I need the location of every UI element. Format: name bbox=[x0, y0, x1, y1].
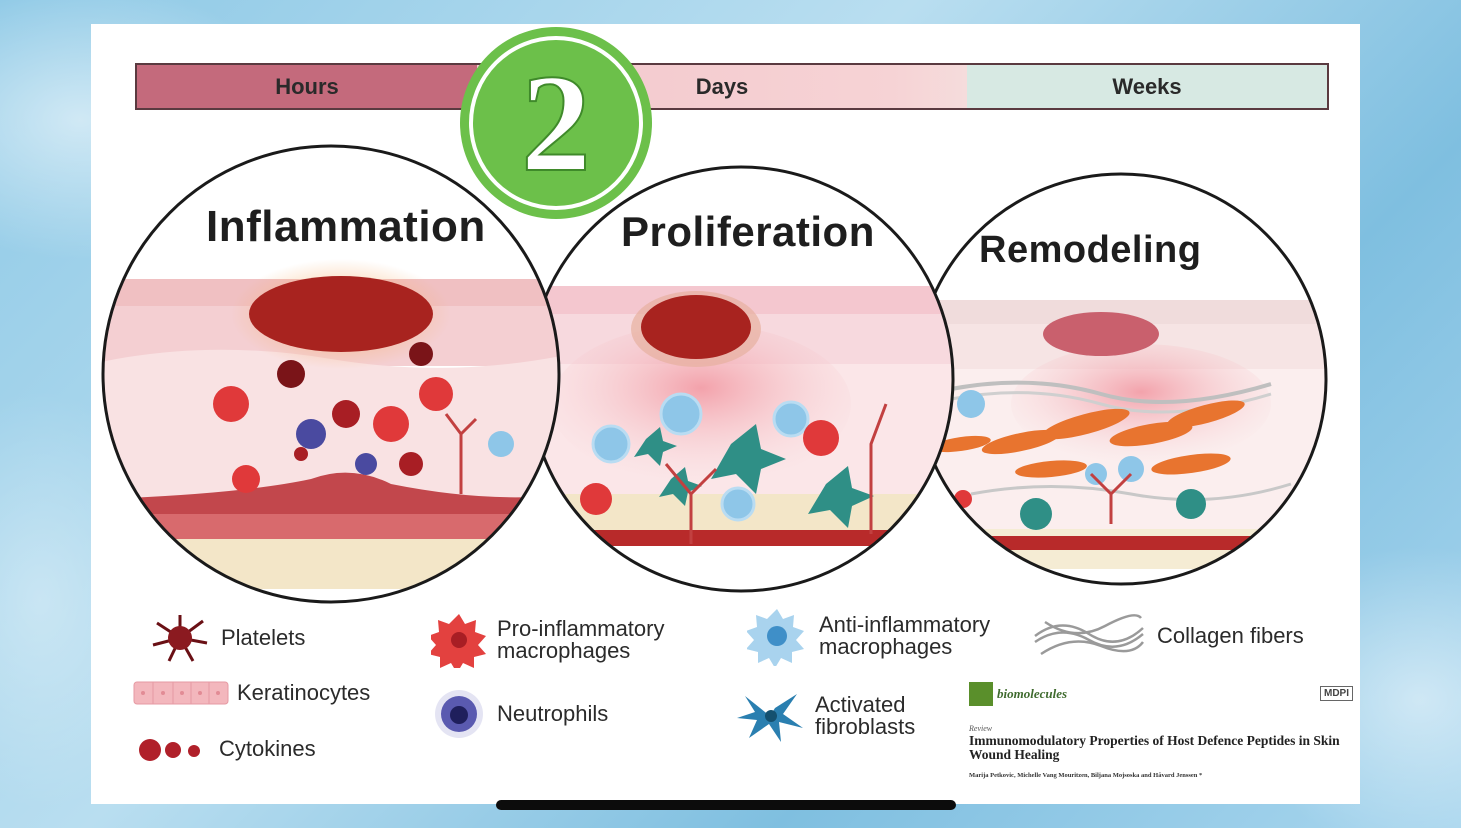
paper-title: Immunomodulatory Properties of Host Defe… bbox=[969, 733, 1340, 762]
legend-collagen-label: Collagen fibers bbox=[1157, 623, 1304, 648]
remodeling-circle bbox=[914, 172, 1328, 586]
legend-platelets-label: Platelets bbox=[221, 625, 306, 650]
legend-cytokines: Cytokines bbox=[137, 734, 316, 764]
legend-neutrophils: Neutrophils bbox=[431, 684, 608, 744]
legend-neutrophils-label: Neutrophils bbox=[497, 701, 609, 726]
proliferation-circle bbox=[527, 165, 955, 593]
legend-platelets: Platelets bbox=[149, 613, 305, 663]
timeline-weeks: Weeks bbox=[967, 65, 1327, 108]
wound-healing-diagram bbox=[101, 144, 1328, 604]
article-type: Review bbox=[969, 724, 993, 733]
phase-title-inflammation: Inflammation bbox=[206, 202, 486, 251]
paper-reference: biomolecules MDPI Review Immunomodulator… bbox=[967, 680, 1359, 790]
legend-anti-macrophages: Anti-inflammatory macrophages bbox=[747, 606, 990, 666]
phase-title-remodeling: Remodeling bbox=[979, 229, 1202, 271]
journal-logo-icon bbox=[969, 682, 993, 706]
platelet-icon bbox=[152, 615, 208, 662]
paper-authors: Marija Petkovic, Michelle Vang Mouritzen… bbox=[969, 772, 1203, 779]
keratinocyte-icon bbox=[133, 681, 229, 705]
timeline-bar: Hours Days Weeks bbox=[135, 63, 1329, 110]
legend-collagen: Collagen fibers bbox=[1031, 606, 1304, 666]
fibroblast-icon bbox=[737, 694, 803, 742]
cytokine-icon bbox=[139, 739, 200, 761]
timeline-weeks-label: Weeks bbox=[1112, 73, 1182, 99]
number-badge: 2 bbox=[460, 27, 652, 219]
collagen-fiber-icon bbox=[1034, 614, 1144, 656]
anti-macrophage-icon bbox=[747, 609, 804, 666]
legend-keratinocytes: Keratinocytes bbox=[133, 678, 370, 708]
legend-cytokines-label: Cytokines bbox=[219, 736, 316, 761]
legend-pro-macrophages-label: Pro-inflammatory macrophages bbox=[497, 616, 665, 663]
publisher-logo: MDPI bbox=[1320, 686, 1353, 701]
legend-pro-macrophages: Pro-inflammatory macrophages bbox=[431, 612, 664, 668]
legend-keratinocytes-label: Keratinocytes bbox=[237, 680, 371, 705]
slide: Hours Days Weeks bbox=[91, 24, 1360, 804]
timeline-days-label: Days bbox=[695, 73, 749, 99]
timeline-hours-label: Hours bbox=[275, 73, 339, 99]
neutrophil-icon bbox=[435, 690, 483, 738]
legend-fibroblasts: Activated fibroblasts bbox=[735, 688, 915, 744]
legend-anti-macrophages-label: Anti-inflammatory macrophages bbox=[819, 612, 991, 659]
timeline-hours: Hours bbox=[137, 65, 477, 108]
badge-number: 2 bbox=[521, 46, 591, 201]
phase-title-proliferation: Proliferation bbox=[621, 208, 875, 255]
pro-macrophage-icon bbox=[431, 614, 486, 668]
journal-name: biomolecules bbox=[997, 686, 1068, 701]
home-indicator[interactable] bbox=[496, 800, 956, 810]
legend-fibroblasts-label: Activated fibroblasts bbox=[815, 692, 916, 739]
